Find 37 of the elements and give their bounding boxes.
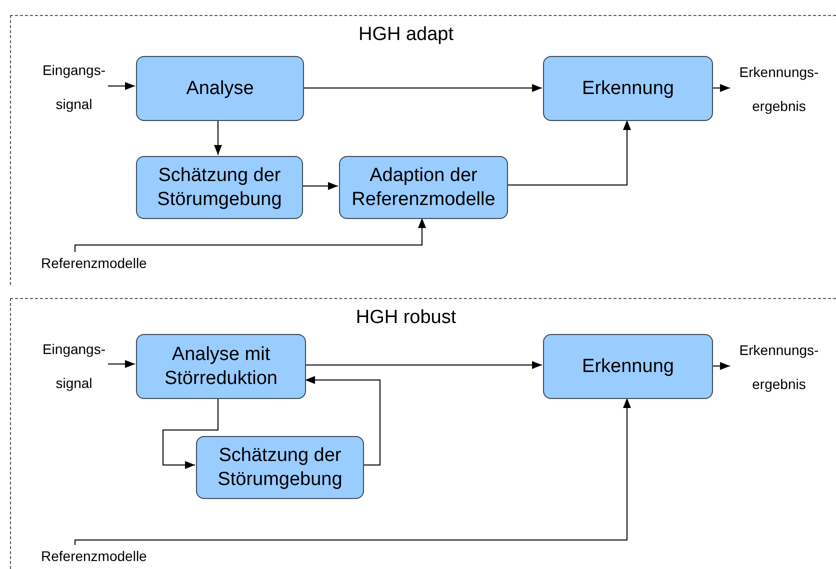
arrow — [162, 398, 218, 469]
box-label: Analyse mit Störreduktion — [163, 342, 278, 390]
arrow — [74, 398, 631, 546]
box-label: Erkennung — [582, 354, 674, 378]
arrow — [108, 82, 136, 90]
input-label: Referenzmodelle — [41, 255, 147, 271]
process-box — [196, 436, 364, 499]
process-box — [136, 156, 303, 219]
arrow — [506, 120, 631, 186]
arrow — [712, 362, 730, 370]
arrow — [712, 84, 730, 92]
process-box — [136, 334, 306, 399]
panel-title: HGH robust — [354, 307, 458, 329]
signal-label: Eingangs- signal — [41, 61, 107, 114]
process-box — [543, 56, 713, 121]
process-box — [339, 156, 508, 219]
process-box — [543, 334, 713, 399]
process-box — [136, 56, 304, 121]
arrow — [302, 84, 542, 92]
arrow — [304, 376, 380, 466]
signal-label: Erkennungs- ergebnis — [738, 341, 820, 394]
arrow — [214, 120, 222, 156]
arrow — [304, 361, 542, 369]
arrow — [74, 218, 426, 252]
box-label: Erkennung — [582, 76, 674, 100]
dashed-panel — [10, 15, 836, 285]
signal-label: Eingangs- signal — [41, 340, 107, 393]
arrow — [108, 360, 136, 368]
box-label: Schätzung der Störumgebung — [156, 164, 283, 212]
box-label: Schätzung der Störumgebung — [216, 444, 344, 492]
box-label: Analyse — [186, 76, 254, 100]
box-label: Adaption der Referenzmodelle — [350, 164, 496, 212]
input-label: Referenzmodelle — [41, 548, 147, 564]
signal-label: Erkennungs- ergebnis — [738, 63, 820, 116]
panel-title: HGH adapt — [357, 24, 455, 46]
arrow — [302, 182, 338, 190]
dashed-panel — [10, 298, 836, 569]
